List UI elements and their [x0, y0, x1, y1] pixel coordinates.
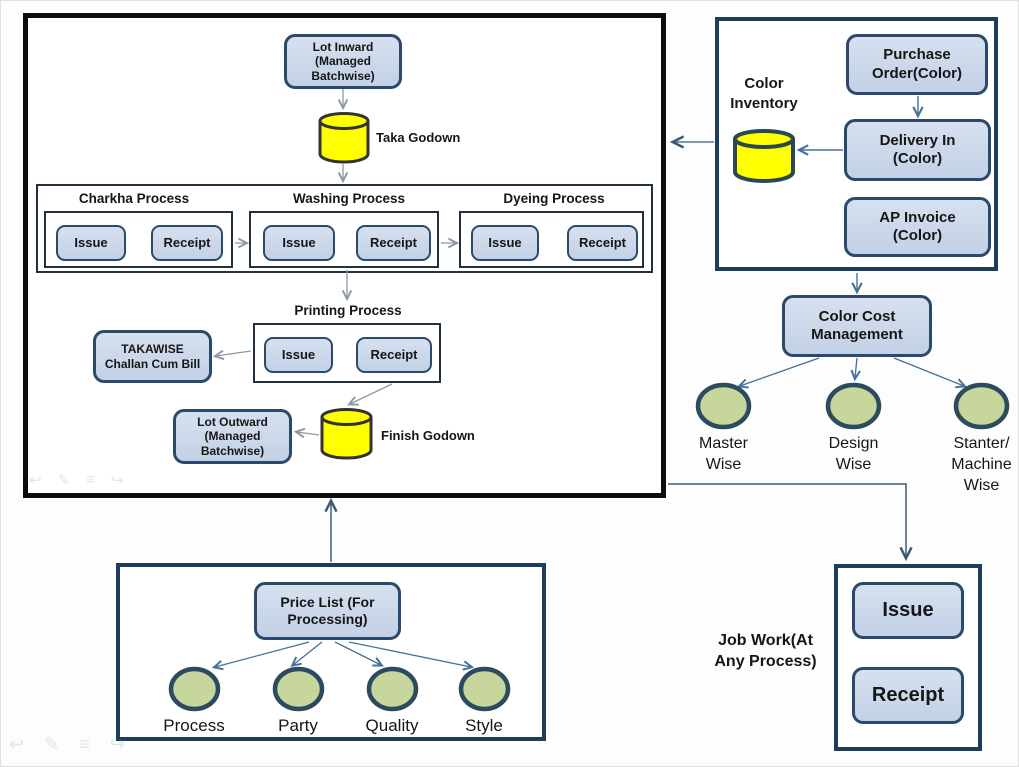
lot-inward-node: Lot Inward (Managed Batchwise) [284, 34, 402, 89]
forward-arrow-icon: ↪ [110, 472, 124, 489]
price-list-node: Price List (For Processing) [254, 582, 401, 640]
finish-godown-cylinder [320, 407, 373, 460]
list-icon: ≡ [86, 471, 95, 488]
charkha-receipt-node: Receipt [151, 225, 223, 261]
process-label: Process [163, 716, 225, 735]
design-wise-label: Design Wise [828, 435, 879, 473]
printing-process-title: Printing Process [294, 303, 402, 318]
back-arrow-icon: ↩ [9, 734, 25, 754]
job-work-receipt-node: Receipt [852, 667, 964, 724]
page-watermark-icons: ↩ ✎ ≡ ↪ [9, 734, 125, 755]
washing-issue-node: Issue [263, 225, 335, 261]
washing-process-title: Washing Process [292, 191, 406, 206]
taka-godown-cylinder [318, 111, 370, 164]
pencil-icon: ✎ [44, 734, 60, 754]
takawise-challan-node: TAKAWISE Challan Cum Bill [93, 330, 212, 383]
master-wise-label: Master Wise [699, 435, 748, 473]
printing-issue-node: Issue [264, 337, 333, 373]
style-ellipse [458, 666, 511, 717]
delivery-in-node: Delivery In (Color) [844, 119, 991, 181]
color-inventory-cylinder [732, 128, 796, 184]
stanter-machine-wise-label: Stanter/ Machine Wise [951, 435, 1012, 494]
charkha-issue-node: Issue [56, 225, 126, 261]
dyeing-receipt-node: Receipt [567, 225, 638, 261]
color-cost-management-node: Color Cost Management [782, 295, 932, 357]
main-panel-watermark-icons: ↩ ✎ ≡ ↪ [29, 471, 124, 489]
pencil-icon: ✎ [57, 472, 71, 489]
finish-godown-label: Finish Godown [381, 428, 475, 443]
printing-receipt-node: Receipt [356, 337, 432, 373]
taka-godown-label: Taka Godown [376, 130, 461, 145]
forward-arrow-icon: ↪ [109, 734, 125, 754]
charkha-process-title: Charkha Process [78, 191, 190, 206]
back-arrow-icon: ↩ [29, 472, 42, 489]
color-inventory-label: Color Inventory [730, 75, 798, 112]
quality-label: Quality [365, 716, 419, 735]
list-icon: ≡ [79, 734, 90, 754]
quality-ellipse [366, 666, 419, 717]
master-wise-ellipse [695, 382, 752, 435]
style-label: Style [465, 716, 503, 735]
washing-receipt-node: Receipt [356, 225, 431, 261]
lot-outward-node: Lot Outward (Managed Batchwise) [173, 409, 292, 464]
dyeing-issue-node: Issue [471, 225, 539, 261]
purchase-order-node: Purchase Order(Color) [846, 34, 988, 95]
job-work-label: Job Work(At Any Process) [714, 632, 817, 670]
dyeing-process-title: Dyeing Process [503, 191, 605, 206]
process-ellipse [168, 666, 221, 717]
party-ellipse [272, 666, 325, 717]
party-label: Party [278, 716, 318, 735]
job-work-issue-node: Issue [852, 582, 964, 639]
stanter-wise-ellipse [953, 382, 1010, 435]
ap-invoice-node: AP Invoice (Color) [844, 197, 991, 257]
design-wise-ellipse [825, 382, 882, 435]
